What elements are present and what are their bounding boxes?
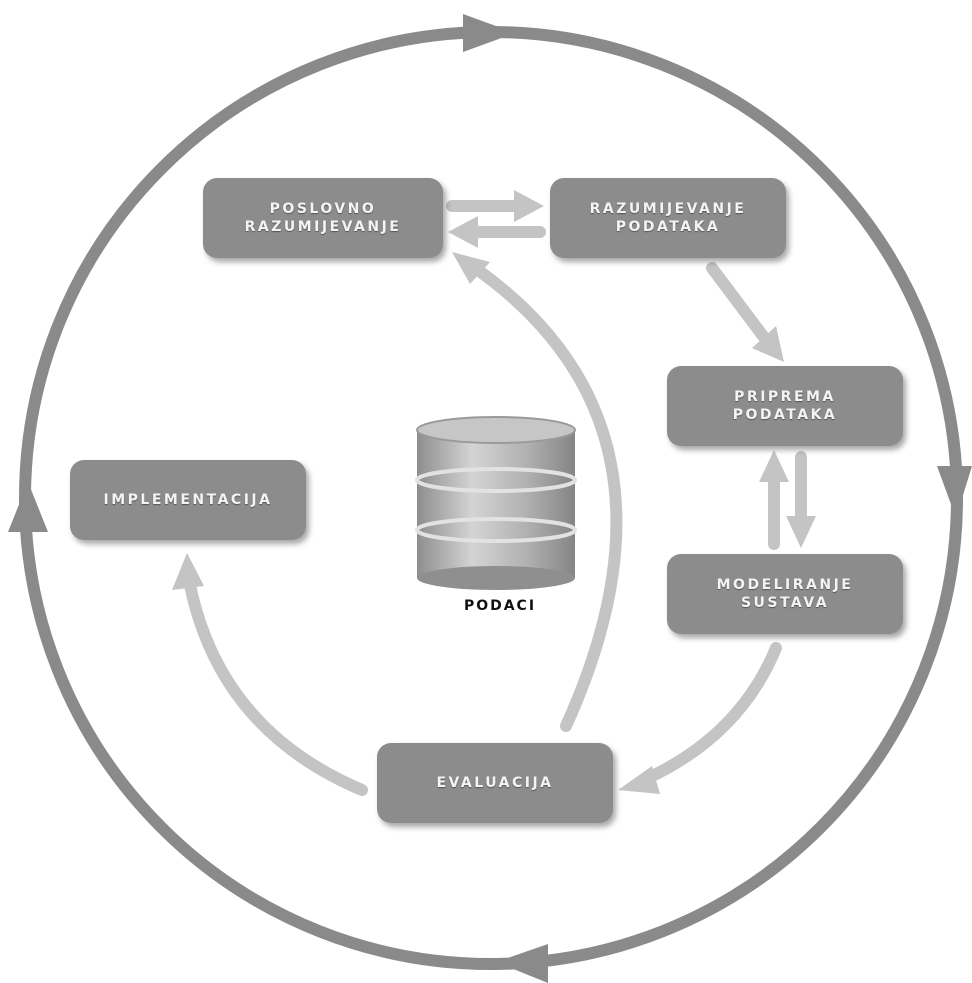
arrowhead-data-to-prep [752, 326, 784, 362]
phase-data-preparation: PRIPREMA PODATAKA [667, 366, 903, 446]
phase-modeling-line1: MODELIRANJE [716, 577, 854, 593]
phase-modeling-line2: SUSTAVA [740, 595, 830, 611]
arrow-model-to-eval [642, 642, 782, 784]
phase-deployment-label: IMPLEMENTACIJA [103, 492, 273, 508]
arrowhead-eval-to-deploy [172, 553, 204, 590]
phase-business-understanding-line2: RAZUMIJEVANJE [244, 219, 402, 235]
outer-arrowhead-bottom [496, 944, 548, 983]
phase-business-understanding: POSLOVNO RAZUMIJEVANJE [203, 178, 443, 258]
phase-data-preparation-line2: PODATAKA [732, 407, 838, 423]
arrowhead-model-to-prep [759, 450, 789, 482]
phase-data-understanding: RAZUMIJEVANJE PODATAKA [550, 178, 786, 258]
phase-business-understanding-line1: POSLOVNO [269, 201, 377, 217]
phase-evaluation: EVALUACIJA [377, 743, 613, 823]
arrow-eval-to-business [472, 264, 623, 732]
arrow-data-to-prep [706, 262, 769, 342]
arrowhead-eval-to-business [452, 252, 490, 284]
phase-evaluation-label: EVALUACIJA [436, 775, 554, 791]
arrowhead-prep-to-model [786, 516, 816, 548]
data-label: PODACI [463, 598, 537, 614]
arrow-eval-to-deploy [184, 579, 368, 796]
phase-data-preparation-line1: PRIPREMA [734, 389, 836, 405]
phase-data-understanding-line2: PODATAKA [615, 219, 721, 235]
arrowhead-business-to-data [514, 190, 544, 222]
database-icon [415, 416, 577, 590]
phase-data-understanding-line1: RAZUMIJEVANJE [589, 201, 747, 217]
outer-arrowhead-top [463, 14, 515, 52]
outer-arrowhead-left [8, 482, 48, 532]
outer-arrowhead-right [937, 466, 972, 518]
arrowhead-model-to-eval [618, 766, 660, 794]
arrowhead-data-to-business [448, 216, 478, 248]
phase-deployment: IMPLEMENTACIJA [70, 460, 306, 540]
phase-modeling: MODELIRANJE SUSTAVA [667, 554, 903, 634]
